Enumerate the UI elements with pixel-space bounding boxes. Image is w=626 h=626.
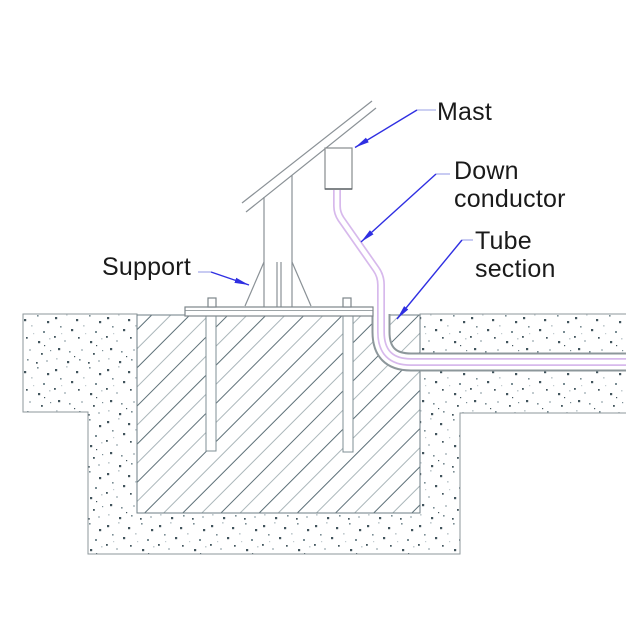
anchor-bolt-left bbox=[205, 315, 217, 452]
down-conductor-label: Down conductor bbox=[454, 157, 566, 213]
support-label: Support bbox=[102, 253, 191, 281]
mast-label: Mast bbox=[437, 98, 492, 126]
leader-arrows bbox=[210, 109, 463, 320]
bolt-tab-left bbox=[207, 297, 217, 308]
mast-leader-line bbox=[354, 109, 418, 149]
support-leader-line bbox=[210, 271, 250, 286]
soil-upper-right-band bbox=[419, 313, 626, 354]
gusset-left bbox=[244, 261, 265, 307]
mast-structure bbox=[184, 100, 377, 317]
base-plate bbox=[184, 306, 374, 317]
down-conductor bbox=[333, 190, 626, 366]
mast-rail-upper bbox=[241, 100, 373, 204]
mast-rail-lower bbox=[245, 107, 377, 213]
down-conductor-core bbox=[334, 190, 626, 365]
leader-tails bbox=[198, 109, 473, 273]
anchor-bolt-right bbox=[342, 315, 354, 453]
gusset-right bbox=[291, 261, 312, 307]
concrete-foundation bbox=[136, 314, 421, 514]
tube-section-leader-line bbox=[396, 239, 463, 320]
mast-counterweight-box bbox=[324, 147, 353, 190]
down-conductor-leader-line bbox=[360, 173, 437, 243]
tube-section-label: Tube section bbox=[475, 227, 556, 283]
bolt-tab-right bbox=[342, 297, 352, 308]
